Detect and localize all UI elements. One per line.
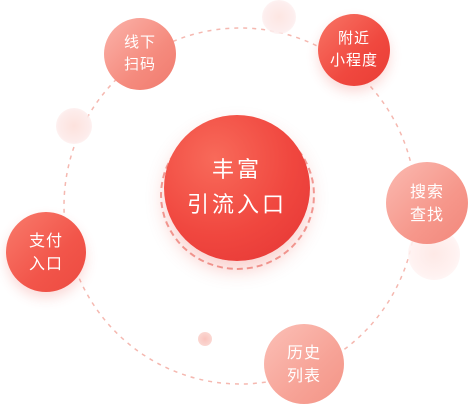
center-node-label: 丰富 引流入口 bbox=[186, 157, 287, 218]
node-label: 附近 小程度 bbox=[329, 29, 378, 69]
decor-dot bbox=[198, 332, 212, 346]
node-label: 搜索 查找 bbox=[409, 181, 444, 224]
node-history-list: 历史 列表 bbox=[264, 324, 344, 404]
node-nearby-miniapp: 附近 小程度 bbox=[318, 14, 390, 86]
decor-dot bbox=[262, 0, 296, 34]
node-pay-entry: 支付 入口 bbox=[6, 212, 86, 292]
node-search-find: 搜索 查找 bbox=[386, 162, 468, 244]
node-label: 支付 入口 bbox=[28, 230, 63, 273]
node-label: 线下 扫码 bbox=[123, 33, 156, 73]
node-offline-scan: 线下 扫码 bbox=[104, 18, 176, 90]
node-label: 历史 列表 bbox=[286, 342, 321, 385]
center-node: 丰富 引流入口 bbox=[164, 115, 310, 261]
decor-dot bbox=[56, 108, 92, 144]
